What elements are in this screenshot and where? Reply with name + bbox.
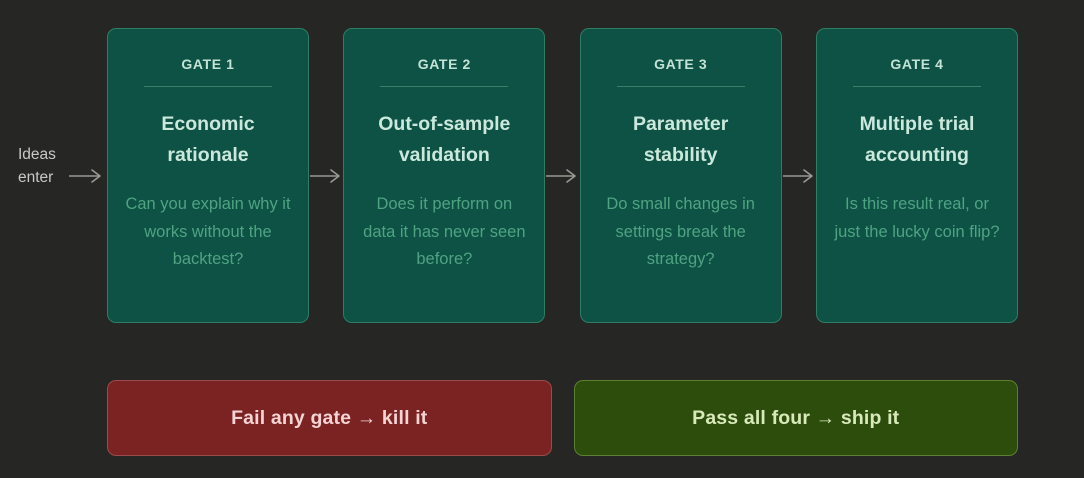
gate-tag: GATE 2 (417, 56, 471, 72)
gate-title: Multiple trial accounting (859, 113, 975, 166)
gate-description: Is this result real, or just the lucky c… (834, 195, 1000, 241)
gate-tag: GATE 1 (181, 56, 235, 72)
gate-description: Can you explain why it works without the… (125, 195, 291, 268)
gate-divider (144, 86, 272, 87)
gate-description: Does it perform on data it has never see… (363, 195, 526, 268)
gate-tag: GATE 4 (890, 56, 944, 72)
gate-card-3[interactable]: GATE 3 Parameter stability Do small chan… (579, 28, 782, 323)
arrow-right-icon (545, 167, 579, 185)
gate-title: Parameter stability (632, 113, 729, 166)
gate-row: GATE 1 Economic rationale Can you explai… (107, 28, 1018, 323)
arrow-right-icon (782, 167, 816, 185)
gate-description: Do small changes in settings break the s… (606, 195, 755, 268)
connector-1 (309, 28, 343, 323)
outcome-row: Fail any gate → kill it Pass all four → … (107, 380, 1018, 456)
gate-divider (616, 86, 745, 87)
gate-divider (852, 86, 981, 87)
gate-title: Economic rationale (161, 113, 255, 166)
gate-tag: GATE 3 (654, 56, 708, 72)
arrow-right-icon (309, 167, 343, 185)
connector-3 (782, 28, 816, 323)
entry-label-line-1: Ideas (18, 146, 56, 163)
entry-label: Ideas enter (18, 143, 102, 189)
arrow-right-icon (68, 167, 104, 185)
gate-card-1[interactable]: GATE 1 Economic rationale Can you explai… (107, 28, 309, 323)
outcome-fail-banner[interactable]: Fail any gate → kill it (107, 380, 552, 456)
outcome-pass-banner[interactable]: Pass all four → ship it (573, 380, 1018, 456)
gate-divider (380, 86, 509, 87)
gate-card-4[interactable]: GATE 4 Multiple trial accounting Is this… (815, 28, 1018, 323)
connector-2 (545, 28, 579, 323)
gate-title: Out-of-sample validation (378, 113, 511, 166)
gate-card-2[interactable]: GATE 2 Out-of-sample validation Does it … (343, 28, 546, 323)
entry-label-line-2: enter (18, 169, 54, 186)
